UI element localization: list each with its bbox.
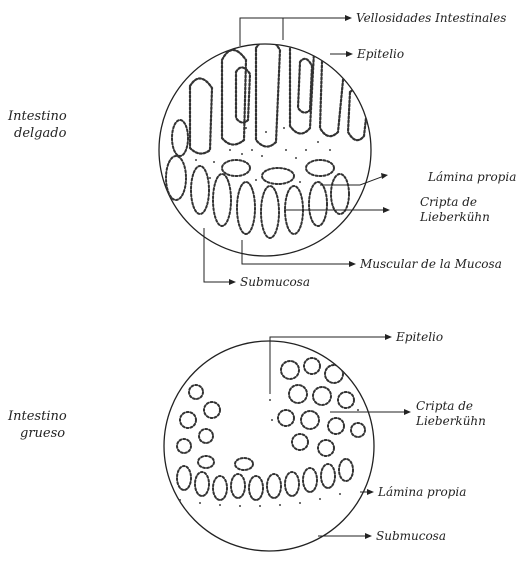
label-cripta-line2-top: Lieberkühn bbox=[419, 210, 490, 224]
small-intestine-title-line1: Intestino bbox=[7, 109, 67, 124]
small-intestine-diagram: Intestino delgado Vellosidades Intestina… bbox=[7, 11, 516, 289]
label-epitelio-bottom: Epitelio bbox=[395, 330, 443, 344]
large-intestine-leader-lines bbox=[270, 334, 411, 539]
label-cripta-line2-bottom: Lieberkühn bbox=[415, 414, 486, 428]
label-cripta-line1-top: Cripta de bbox=[420, 195, 477, 209]
label-epitelio-top: Epitelio bbox=[356, 47, 404, 61]
label-lamina-propia-top: Lámina propia bbox=[427, 170, 516, 184]
label-submucosa-bottom: Submucosa bbox=[376, 529, 446, 543]
label-vellosidades-intestinales: Vellosidades Intestinales bbox=[356, 11, 506, 25]
label-muscular-de-la-mucosa: Muscular de la Mucosa bbox=[359, 257, 502, 271]
label-cripta-line1-bottom: Cripta de bbox=[416, 399, 473, 413]
large-intestine-title-line1: Intestino bbox=[7, 409, 67, 424]
label-lamina-propia-bottom: Lámina propia bbox=[377, 485, 466, 499]
large-intestine-tissue-drawing bbox=[177, 358, 365, 507]
large-intestine-diagram: Intestino grueso Epitelio Cripta de Lieb… bbox=[7, 330, 486, 551]
small-intestine-title-line2: delgado bbox=[14, 126, 67, 141]
large-intestine-title-line2: grueso bbox=[20, 426, 65, 441]
label-submucosa-top: Submucosa bbox=[240, 275, 310, 289]
